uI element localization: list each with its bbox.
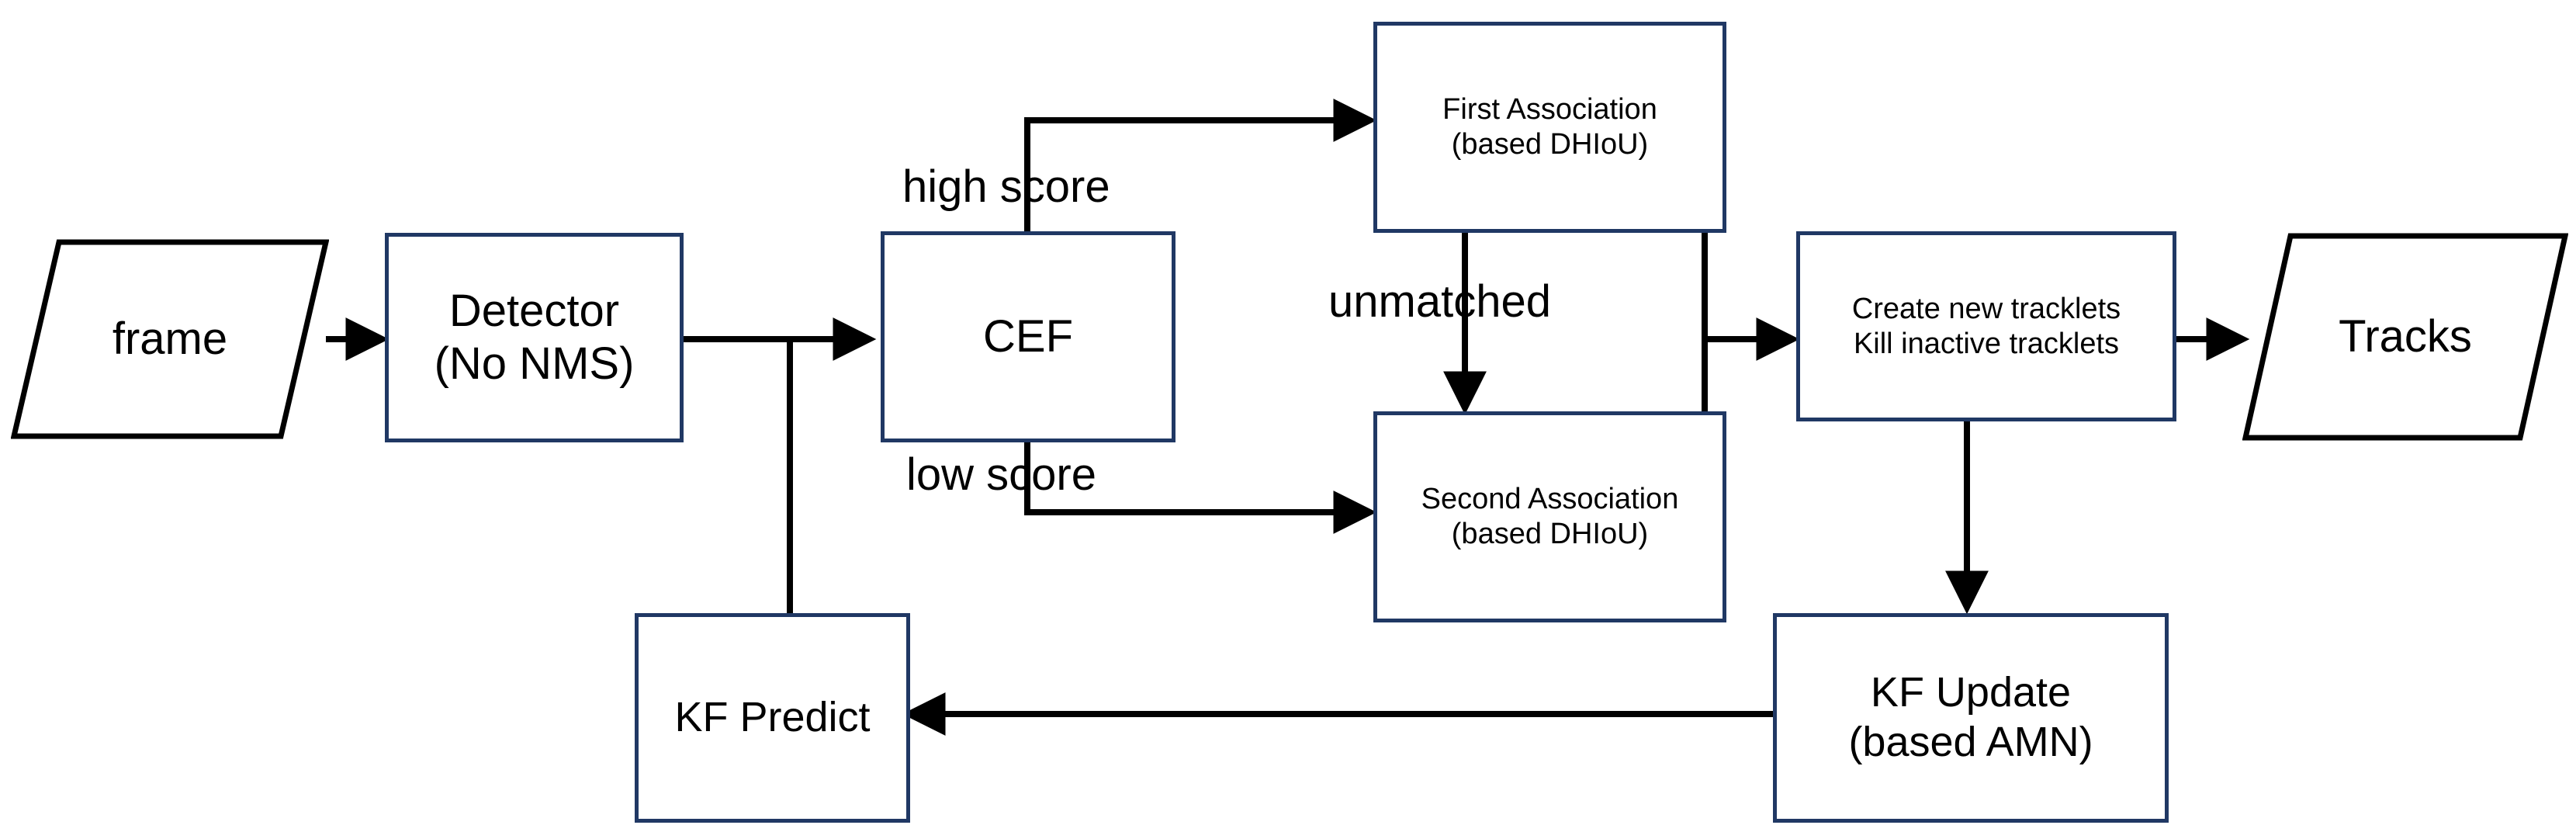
node-first-association-label: First Association (based DHIoU) [1442,93,1657,161]
node-tracks[interactable]: Tracks [2242,233,2568,441]
parallelogram-shape [11,239,329,439]
node-second-association[interactable]: Second Association (based DHIoU) [1373,411,1726,622]
node-cef-label: CEF [983,310,1073,362]
edge-cef-to-second-association [1024,442,1377,534]
node-detector-label: Detector (No NMS) [434,285,635,389]
node-tracks-label: Tracks [2339,310,2472,362]
node-second-association-label: Second Association (based DHIoU) [1421,483,1679,550]
parallelogram-shape [2242,233,2568,441]
node-frame[interactable]: frame [11,239,329,439]
node-kf-predict[interactable]: KF Predict [635,613,910,823]
node-kf-predict-label: KF Predict [674,694,871,741]
node-cef[interactable]: CEF [881,231,1175,442]
node-frame-label: frame [112,313,228,364]
node-tracklet-manager[interactable]: Create new tracklets Kill inactive track… [1796,231,2176,421]
edge-cef-to-first-association [1024,99,1377,233]
node-kf-update-label: KF Update (based AMN) [1848,669,2093,765]
node-tracklet-manager-label: Create new tracklets Kill inactive track… [1851,292,2121,360]
node-first-association[interactable]: First Association (based DHIoU) [1373,22,1726,233]
node-detector[interactable]: Detector (No NMS) [385,233,684,442]
node-kf-update[interactable]: KF Update (based AMN) [1773,613,2169,823]
